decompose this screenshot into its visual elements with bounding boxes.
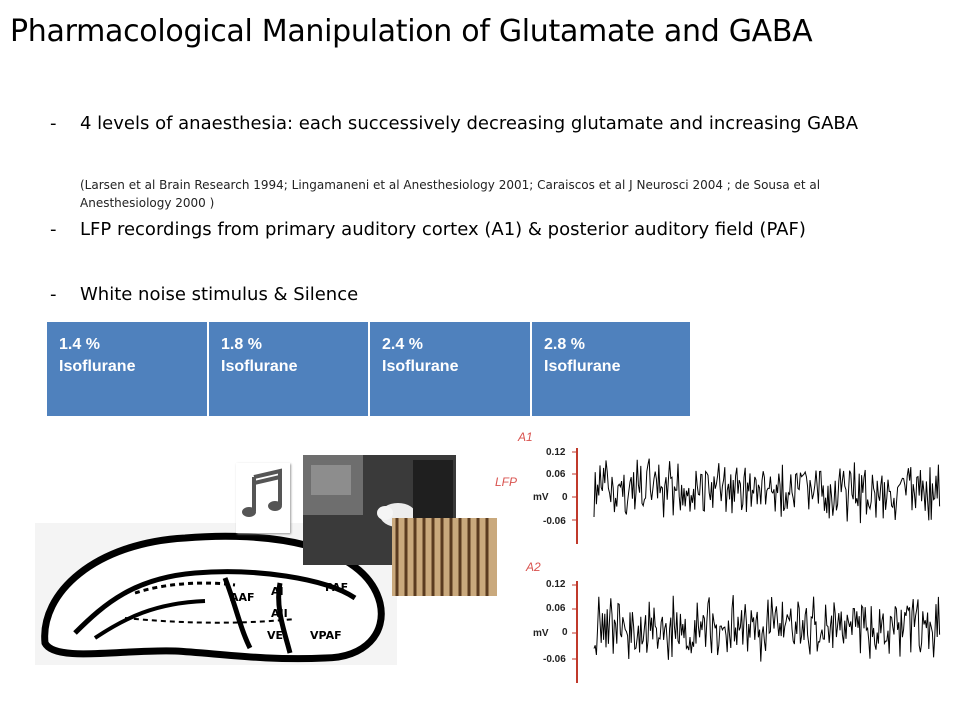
axis-unit: mV [533,628,549,639]
grid-photo [392,518,497,596]
isoflurane-table: 1.4 % Isoflurane 1.8 % Isoflurane 2.4 % … [47,322,690,416]
trace-panel-label: A1 [518,430,533,444]
music-note-card [236,463,290,533]
lfp-trace-a1 [572,448,941,544]
brain-label: AI [271,585,284,598]
brain-label: PAF [325,581,348,594]
axis-tick: -0.06 [543,654,566,665]
music-note-icon [242,468,282,517]
bullet-text: LFP recordings from primary auditory cor… [80,219,806,240]
brain-label: VPAF [310,629,342,642]
axis-tick: -0.06 [543,516,566,527]
axis-unit: mV [533,492,549,503]
bullet-dash: - [50,284,57,305]
table-cell: 2.4 % Isoflurane [370,322,532,416]
bullet-dash: - [50,219,57,240]
bullet-text: 4 levels of anaesthesia: each successive… [80,113,859,134]
trace-panel-label: A2 [526,560,541,574]
table-cell: 1.8 % Isoflurane [209,322,370,416]
brain-label: AII [271,607,288,620]
table-cell: 1.4 % Isoflurane [47,322,209,416]
table-cell: 2.8 % Isoflurane [532,322,690,416]
axis-tick: 0 [562,627,568,638]
bullet-dash: - [50,113,57,134]
brain-label: VE [267,629,283,642]
brain-diagram: AAF AI AII PAF VE VPAF [35,523,397,665]
lfp-label: LFP [495,475,518,489]
brain-label: AAF [230,591,255,604]
axis-tick: 0.12 [546,447,566,458]
citation-text: (Larsen et al Brain Research 1994; Linga… [80,178,821,210]
lfp-trace-a2 [572,581,941,683]
axis-tick: 0.12 [546,579,566,590]
axis-tick: 0 [562,492,568,503]
bullet-text: White noise stimulus & Silence [80,284,359,305]
axis-tick: 0.06 [546,603,566,614]
slide-title: Pharmacological Manipulation of Glutamat… [10,14,813,49]
axis-tick: 0.06 [546,469,566,480]
